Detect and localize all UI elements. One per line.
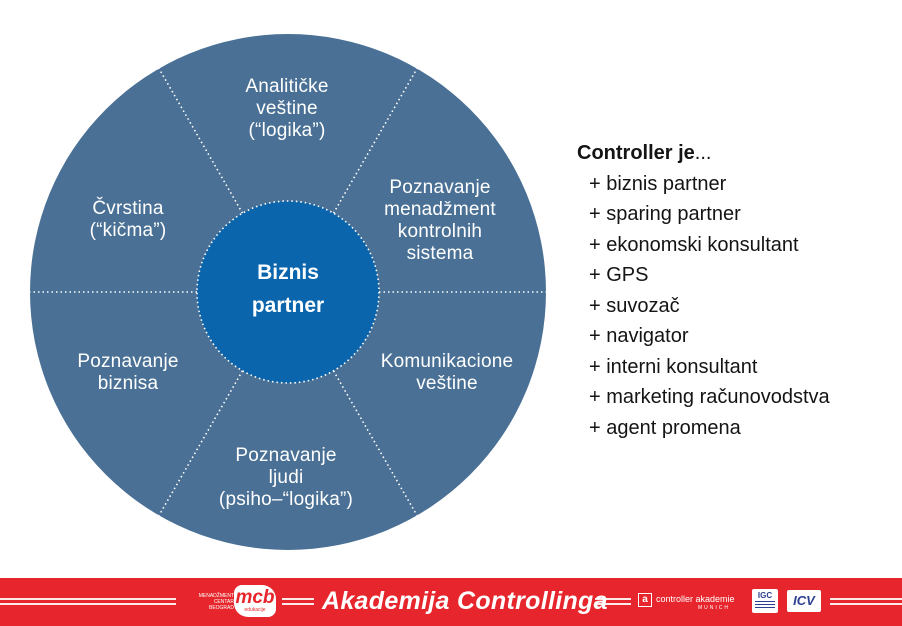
segment-label: Čvrstina(“kičma”) [90, 197, 167, 241]
controller-akademie-icon: a [638, 593, 652, 607]
segment-divider [158, 68, 244, 214]
list-title: Controller je... [577, 138, 830, 169]
mcb-badge-text: mcb [235, 587, 275, 608]
segment-label-line: ljudi [269, 467, 304, 488]
controller-role-list: Controller je... + biznis partner + spari… [577, 138, 830, 443]
footer-stripe [595, 598, 631, 600]
segment-label-line: kontrolnih [398, 221, 482, 242]
center-circle [196, 200, 380, 384]
segment-label-line: veštine [256, 98, 318, 119]
footer-title: Akademija Controllinga [322, 587, 608, 615]
role-item: + biznis partner [589, 172, 727, 195]
role-item: + suvozač [589, 294, 680, 317]
igc-logo-text: IGC [757, 591, 773, 600]
controller-akademie-sub: MUNICH [698, 605, 730, 611]
footer-stripe [830, 603, 902, 605]
segment-label-line: Poznavanje [77, 351, 178, 372]
footer-stripe [0, 598, 176, 600]
segment-label-line: Analitičke [245, 76, 328, 97]
mcb-logo-small-text: MENADŽMENT CENTAR BEOGRAD [186, 593, 234, 611]
segment-label-line: sistema [407, 243, 474, 264]
segment-label-line: (“kičma”) [90, 220, 167, 241]
segment-label-line: Poznavanje [235, 445, 336, 466]
list-title-bold: Controller je [577, 142, 695, 164]
role-item: + navigator [589, 325, 689, 347]
segment-label-line: Poznavanje [389, 177, 490, 198]
mcb-logo: MENADŽMENT CENTAR BEOGRAD mcb edukacije [186, 584, 278, 620]
segment-labels: Analitičkeveštine(“logika”)Poznavanjemen… [77, 76, 513, 510]
segment-label-line: veštine [416, 373, 478, 394]
segment-label-line: menadžment [384, 199, 496, 220]
igc-logo: IGC [752, 589, 778, 613]
competency-wheel-diagram: Analitičkeveštine(“logika”)Poznavanjemen… [30, 34, 546, 550]
mcb-text-line: BEOGRAD [208, 605, 234, 611]
role-items: + biznis partner + sparing partner + ekono… [577, 169, 830, 444]
segment-divider [332, 68, 418, 214]
center-label: Biznis partner [252, 261, 324, 317]
mcb-text-line: MENADŽMENT [198, 593, 234, 599]
center-label-line: partner [252, 294, 324, 317]
role-item: + GPS [589, 264, 649, 286]
mcb-badge-sub: edukacije [244, 607, 266, 613]
footer-banner: MENADŽMENT CENTAR BEOGRAD mcb edukacije … [0, 578, 902, 626]
icv-logo-text: ICV [793, 593, 815, 608]
role-item: + agent promena [589, 416, 741, 439]
role-item: + sparing partner [589, 203, 741, 225]
role-item: + interni konsultant [589, 355, 758, 378]
mcb-text-line: CENTAR [213, 599, 234, 605]
segment-label-line: biznisa [98, 373, 159, 394]
role-item: + ekonomski konsultant [589, 233, 799, 256]
segment-dividers [30, 68, 546, 516]
center-label-line: Biznis [257, 261, 319, 284]
mcb-badge: mcb edukacije [234, 585, 276, 617]
footer-stripe [595, 603, 631, 605]
igc-logo-stripes [755, 601, 775, 610]
footer-stripe [830, 598, 902, 600]
segment-label-line: Čvrstina [92, 197, 164, 219]
list-title-rest: ... [694, 142, 712, 164]
role-item: + marketing računovodstva [589, 386, 830, 408]
footer-stripe [0, 603, 176, 605]
footer-stripe [282, 603, 314, 605]
controller-akademie-logo: a controller akademie MUNICH [638, 591, 742, 613]
controller-akademie-text: controller akademie [656, 594, 735, 604]
segment-divider [158, 370, 244, 516]
icv-logo: ICV [787, 590, 821, 612]
footer-stripe [282, 598, 314, 600]
segment-divider [332, 370, 418, 516]
segment-label-line: Komunikacione [381, 351, 514, 372]
segment-label-line: (psiho–“logika”) [219, 489, 353, 510]
segment-label-line: (“logika”) [249, 120, 326, 141]
